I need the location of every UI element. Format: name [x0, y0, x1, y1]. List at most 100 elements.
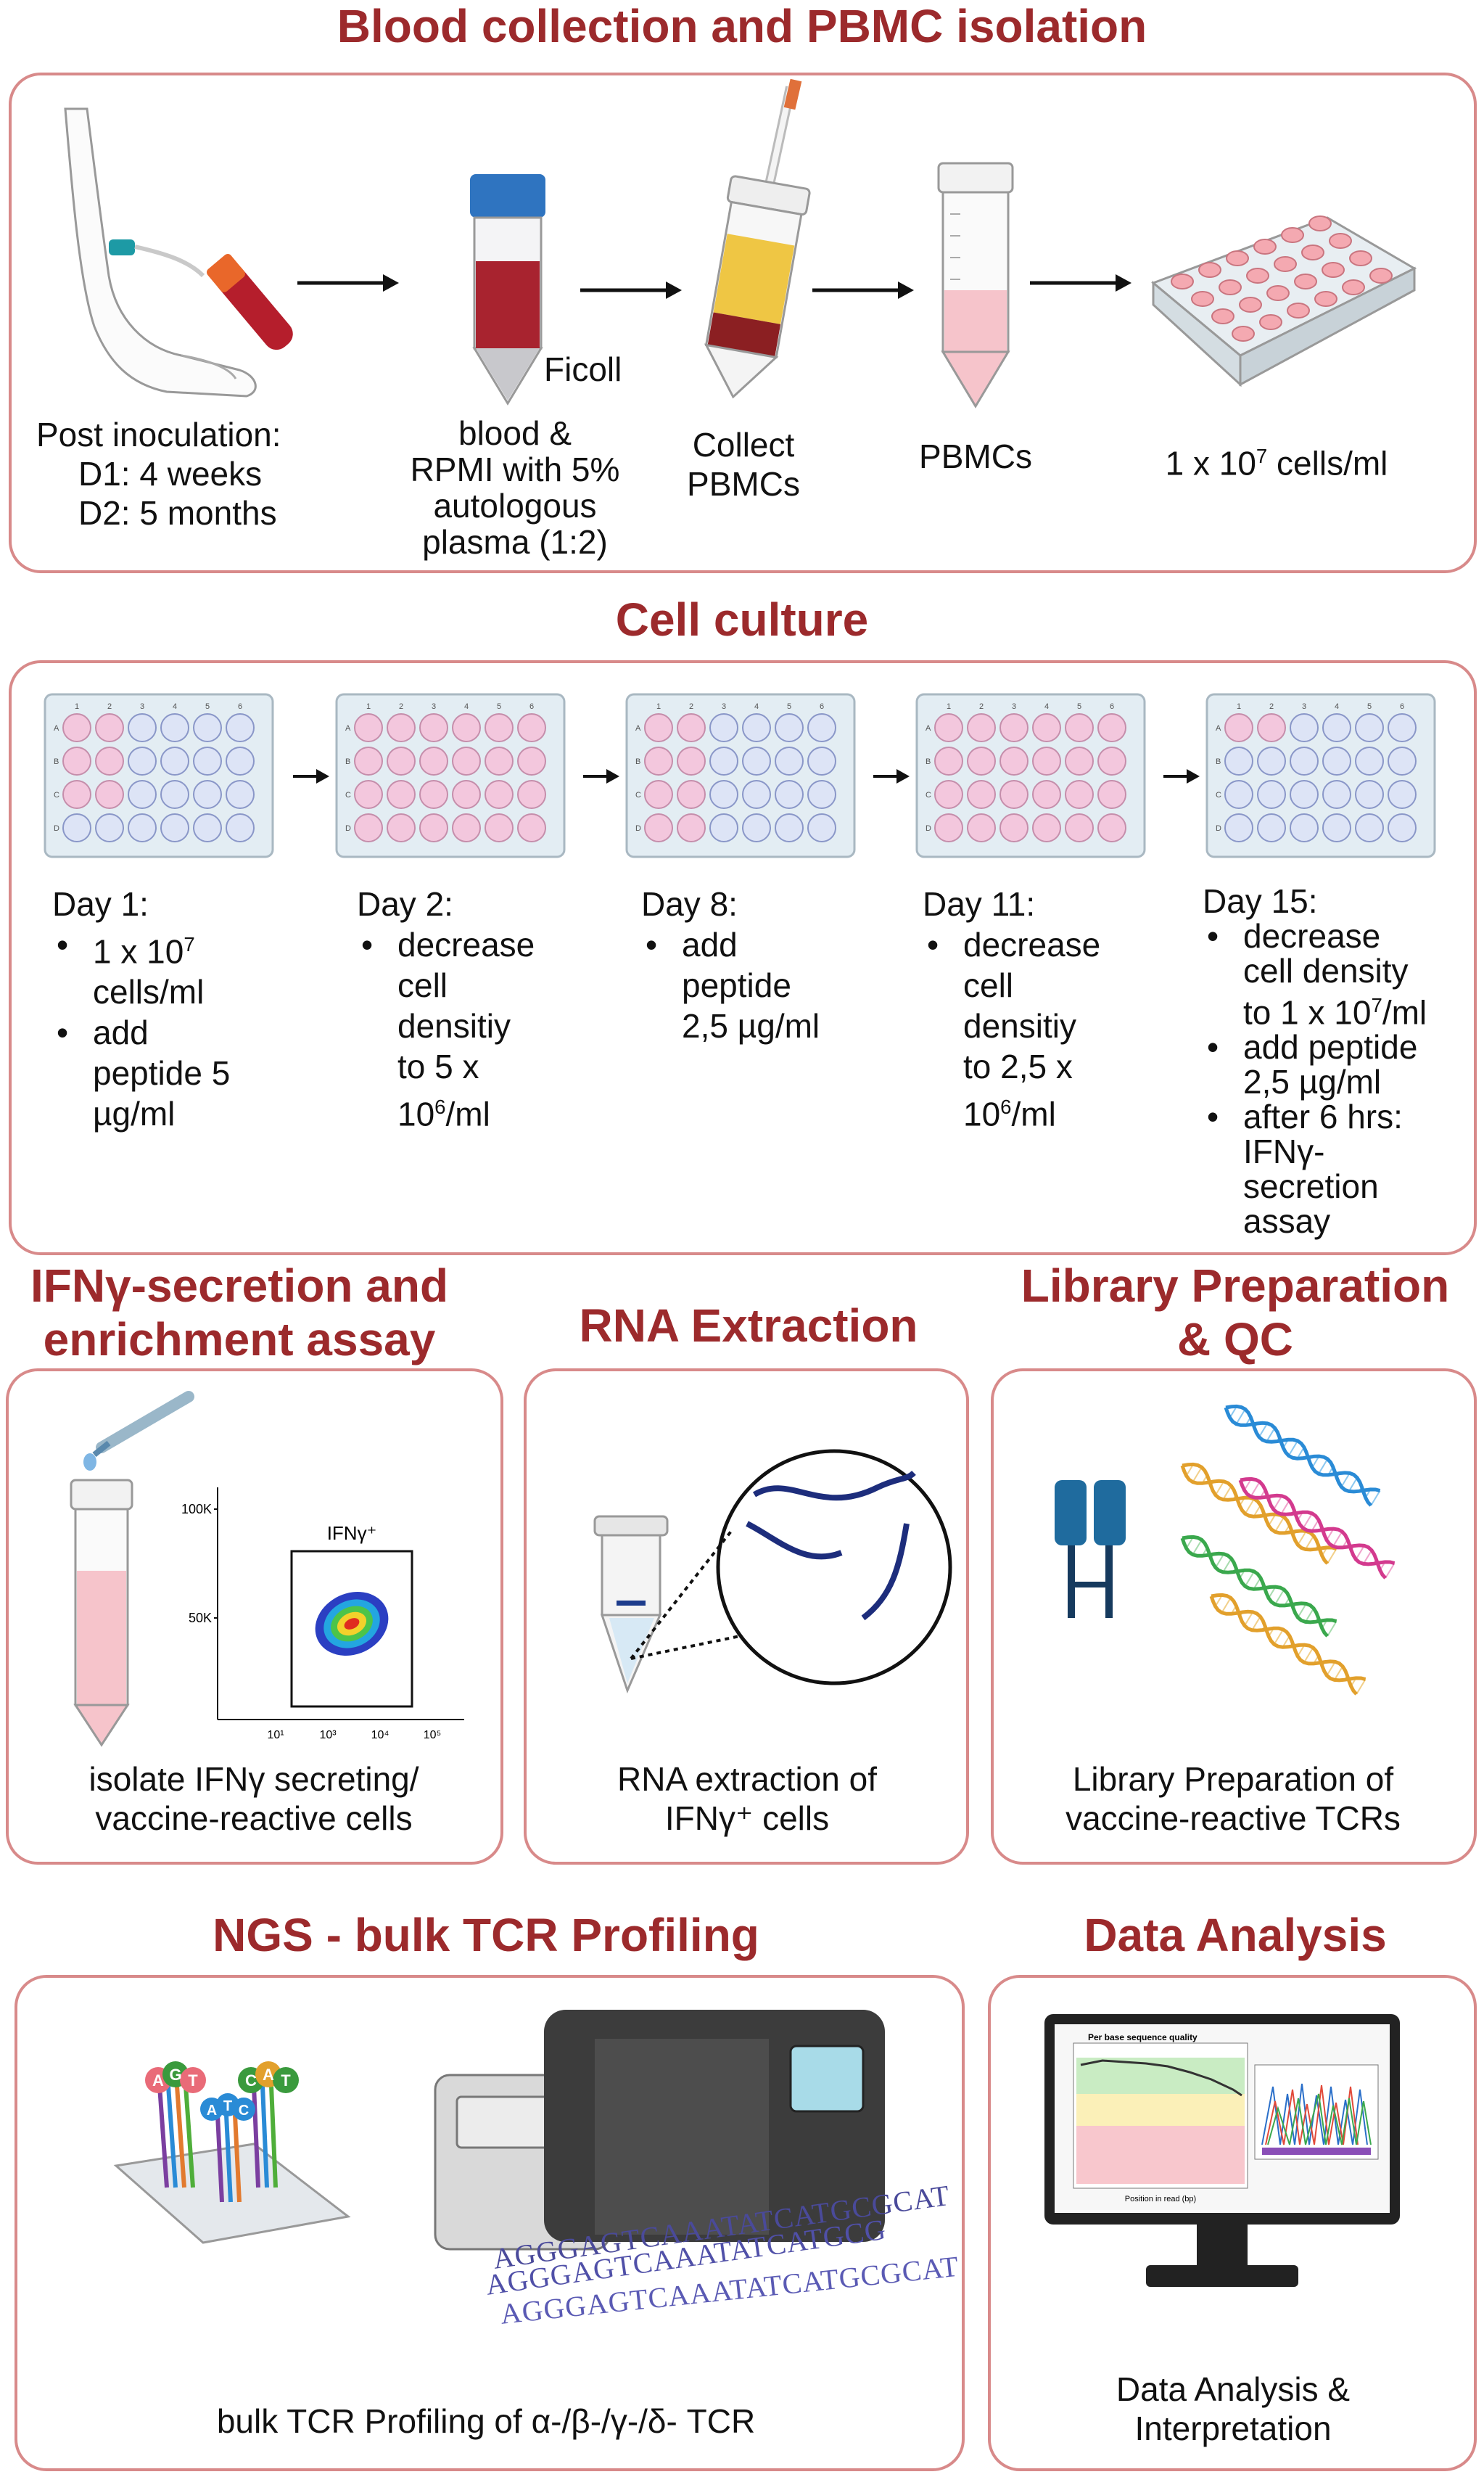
plate-row-label: D — [54, 824, 59, 833]
dna-rung — [1297, 1603, 1307, 1618]
culture-well — [1032, 747, 1061, 776]
culture-well — [709, 713, 738, 742]
plate-well — [1239, 297, 1262, 313]
culture-well — [95, 780, 124, 809]
culture-step-line: 2,5 µg/ml — [682, 1006, 902, 1046]
plate-row-label: C — [345, 791, 351, 800]
dna-rung — [1266, 1427, 1276, 1442]
plate-col-label: 2 — [1269, 702, 1274, 711]
plate-well — [1329, 233, 1352, 249]
section-title-ifng: IFNγ-secretion and enrichment assay — [0, 1259, 479, 1366]
culture-well — [709, 813, 738, 842]
post-inoculation-heading: Post inoculation: — [36, 416, 281, 453]
dna-rung — [1326, 1661, 1336, 1676]
dna-rung — [1355, 1545, 1365, 1560]
dropper-tube-icon — [70, 1391, 194, 1747]
culture-step-line: assay — [1243, 1204, 1449, 1238]
plate-col-label: 6 — [529, 702, 534, 711]
plate-well — [1232, 326, 1255, 342]
culture-well — [419, 713, 448, 742]
plate-col-label: 1 — [656, 702, 661, 711]
plate-col-label: 4 — [1044, 702, 1049, 711]
plate-wells — [1171, 215, 1393, 342]
dna-rung — [1244, 1611, 1254, 1627]
culture-step-line: cell — [963, 965, 1184, 1006]
plate-col-label: 6 — [1400, 702, 1404, 711]
plate-col-label: 4 — [1335, 702, 1339, 711]
library-title-line1: Library Preparation — [1021, 1260, 1450, 1312]
dna-rung — [1356, 1679, 1366, 1695]
plate-col-label: 5 — [205, 702, 210, 711]
dna-helix — [1238, 1476, 1396, 1580]
blood-rpmi-label: blood & RPMI with 5% autologous plasma (… — [377, 415, 653, 560]
culture-well — [193, 780, 222, 809]
collect-label-line1: Collect — [692, 426, 795, 464]
text-segment: densitiy — [963, 1007, 1076, 1045]
ifng-caption-line2: vaccine-reactive cells — [95, 1799, 413, 1837]
culture-step-line: 106/ml — [397, 1087, 618, 1134]
base-green-3: T — [188, 2071, 198, 2090]
dna-strands-icon — [1180, 1404, 1396, 1696]
superscript: 7 — [184, 933, 195, 956]
culture-well — [419, 813, 448, 842]
culture-well — [709, 747, 738, 776]
culture-step-line: to 2,5 x — [963, 1046, 1184, 1087]
dna-backbone — [1224, 1407, 1381, 1494]
culture-well — [1355, 747, 1384, 776]
culture-step-line: cells/ml — [93, 972, 328, 1012]
culture-well — [160, 747, 189, 776]
dna-backbone — [1238, 1479, 1396, 1566]
dna-rung — [1221, 1597, 1232, 1614]
plate-well — [1253, 239, 1277, 255]
culture-well — [354, 713, 383, 742]
culture-step-line: peptide 5 — [93, 1053, 328, 1093]
culture-well — [226, 747, 255, 776]
monitor-icon: Per base sequence quality Position in re… — [1044, 2014, 1400, 2287]
per-base-quality-title: Per base sequence quality — [1088, 2032, 1197, 2042]
culture-well — [95, 747, 124, 776]
culture-well — [1224, 713, 1253, 742]
section-title-ngs: NGS - bulk TCR Profiling — [213, 1909, 759, 1961]
culture-well — [999, 780, 1029, 809]
plate-row-label: B — [635, 757, 640, 766]
culture-well — [742, 780, 771, 809]
plate-well — [1259, 314, 1282, 330]
flow-cell-bases-icon: A G T C A T A T C — [113, 2061, 351, 2244]
text-segment: to 2,5 x — [963, 1048, 1073, 1085]
superscript: 6 — [1000, 1096, 1012, 1118]
culture-well — [1388, 747, 1417, 776]
flow-cytometry-plot: 100K 50K 10¹ 10³ 10⁴ 10⁵ IFNγ⁺ — [181, 1487, 464, 1741]
base-blue-1: A — [207, 2103, 217, 2119]
culture-well — [1290, 780, 1319, 809]
culture-day-label: Day 15: — [1203, 882, 1318, 920]
arrow-2 — [580, 282, 682, 299]
plate-well — [1226, 250, 1249, 266]
blood-label-line1: blood & — [458, 414, 572, 452]
culture-well — [1065, 747, 1094, 776]
dna-rung — [1297, 1530, 1307, 1545]
culture-day-label: Day 8: — [641, 885, 738, 923]
culture-well — [1355, 813, 1384, 842]
culture-well — [452, 813, 481, 842]
culture-well — [999, 813, 1029, 842]
culture-well — [452, 713, 481, 742]
culture-arrow-3 — [873, 769, 910, 784]
pbmcs-label: PBMCs — [919, 438, 1032, 475]
section-title-library: Library Preparation & QC — [986, 1259, 1484, 1366]
base-blue-3: C — [239, 2103, 249, 2119]
section-title-data-analysis: Data Analysis — [1084, 1909, 1387, 1961]
culture-well — [677, 780, 706, 809]
culture-well — [1032, 713, 1061, 742]
text-segment: 1 x 10 — [93, 932, 184, 971]
plate-row-label: A — [635, 724, 641, 733]
blood-label-line2: RPMI with 5% — [410, 451, 620, 488]
culture-well — [1388, 780, 1417, 809]
culture-step-line: decrease — [1243, 919, 1449, 953]
dna-rung — [1303, 1647, 1314, 1663]
plate-well — [1198, 262, 1221, 278]
dna-rung — [1348, 1477, 1358, 1492]
culture-well — [62, 713, 91, 742]
